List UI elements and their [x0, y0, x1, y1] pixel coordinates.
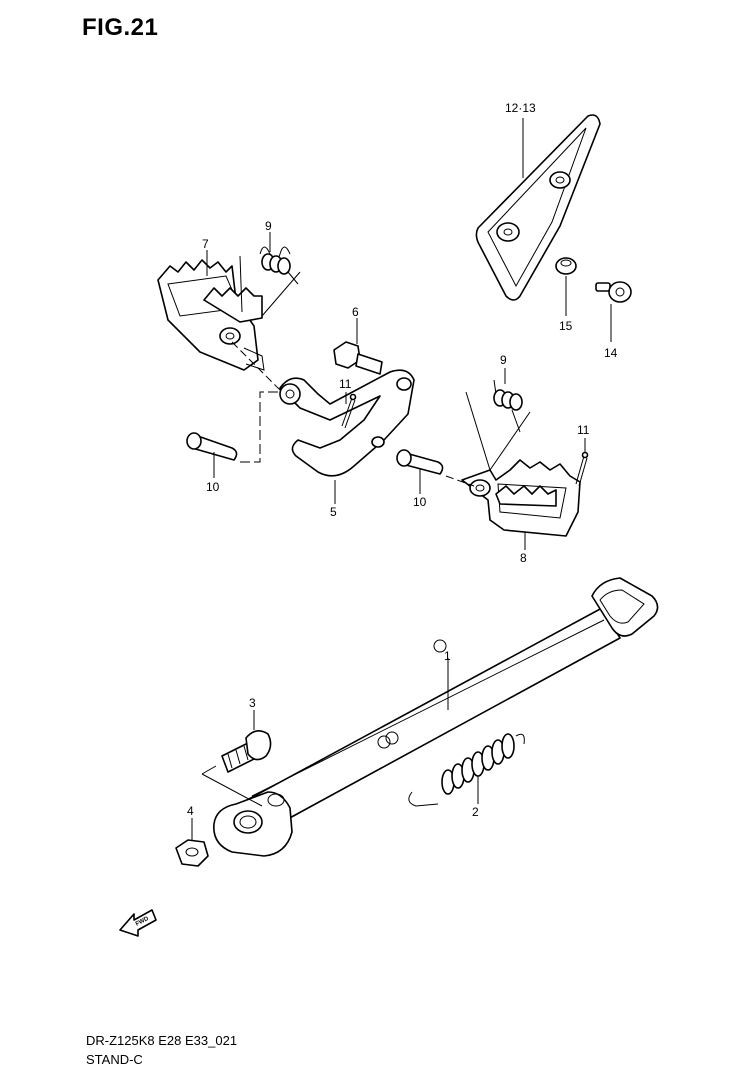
assembly-lines-9-upper	[239, 255, 301, 317]
callout-10-right: 10	[413, 495, 427, 509]
pivot-nut	[175, 839, 209, 867]
callout-8: 8	[520, 551, 527, 565]
side-stand	[213, 577, 659, 857]
callout-4: 4	[187, 804, 194, 818]
callout-5: 5	[330, 505, 337, 519]
callout-12-13: 12·13	[505, 101, 536, 115]
figure-name: STAND-C	[86, 1052, 143, 1067]
pivot-bolt	[221, 730, 272, 773]
callout-10-left: 10	[206, 480, 220, 494]
stand-spring	[408, 733, 525, 807]
callout-9-upper: 9	[265, 219, 272, 233]
cover-screw	[595, 281, 632, 303]
callout-6: 6	[352, 305, 359, 319]
callout-3: 3	[249, 696, 256, 710]
right-footrest-pin	[396, 449, 444, 475]
left-cotter-pin	[341, 393, 357, 429]
assembly-lines-9-lower	[465, 391, 531, 471]
left-footrest-spring	[259, 246, 299, 285]
right-cotter-pin	[575, 451, 589, 487]
callout-14: 14	[604, 346, 618, 360]
callout-9-lower: 9	[500, 353, 507, 367]
assembly-line-10-left	[240, 391, 282, 463]
bracket-bolt	[333, 341, 383, 375]
callout-11-left: 11	[339, 377, 352, 391]
left-footrest-pin	[186, 432, 238, 461]
assembly-line-3	[201, 765, 263, 807]
callout-7: 7	[202, 237, 209, 251]
footrest-bracket	[279, 369, 415, 477]
callout-11-right: 11	[577, 423, 590, 437]
callout-15: 15	[559, 319, 573, 333]
side-cover-plate	[475, 114, 601, 301]
assembly-line-10-right	[445, 475, 475, 487]
grommet	[555, 257, 577, 275]
figure-title: FIG.21	[82, 14, 159, 41]
right-footrest	[461, 459, 581, 537]
callout-2: 2	[472, 805, 479, 819]
figure-code: DR-Z125K8 E28 E33_021	[86, 1033, 238, 1048]
right-footrest-spring	[493, 379, 523, 433]
left-footrest	[157, 259, 265, 371]
fwd-arrow-icon: FWD	[119, 909, 157, 937]
callout-1: 1	[444, 649, 451, 663]
